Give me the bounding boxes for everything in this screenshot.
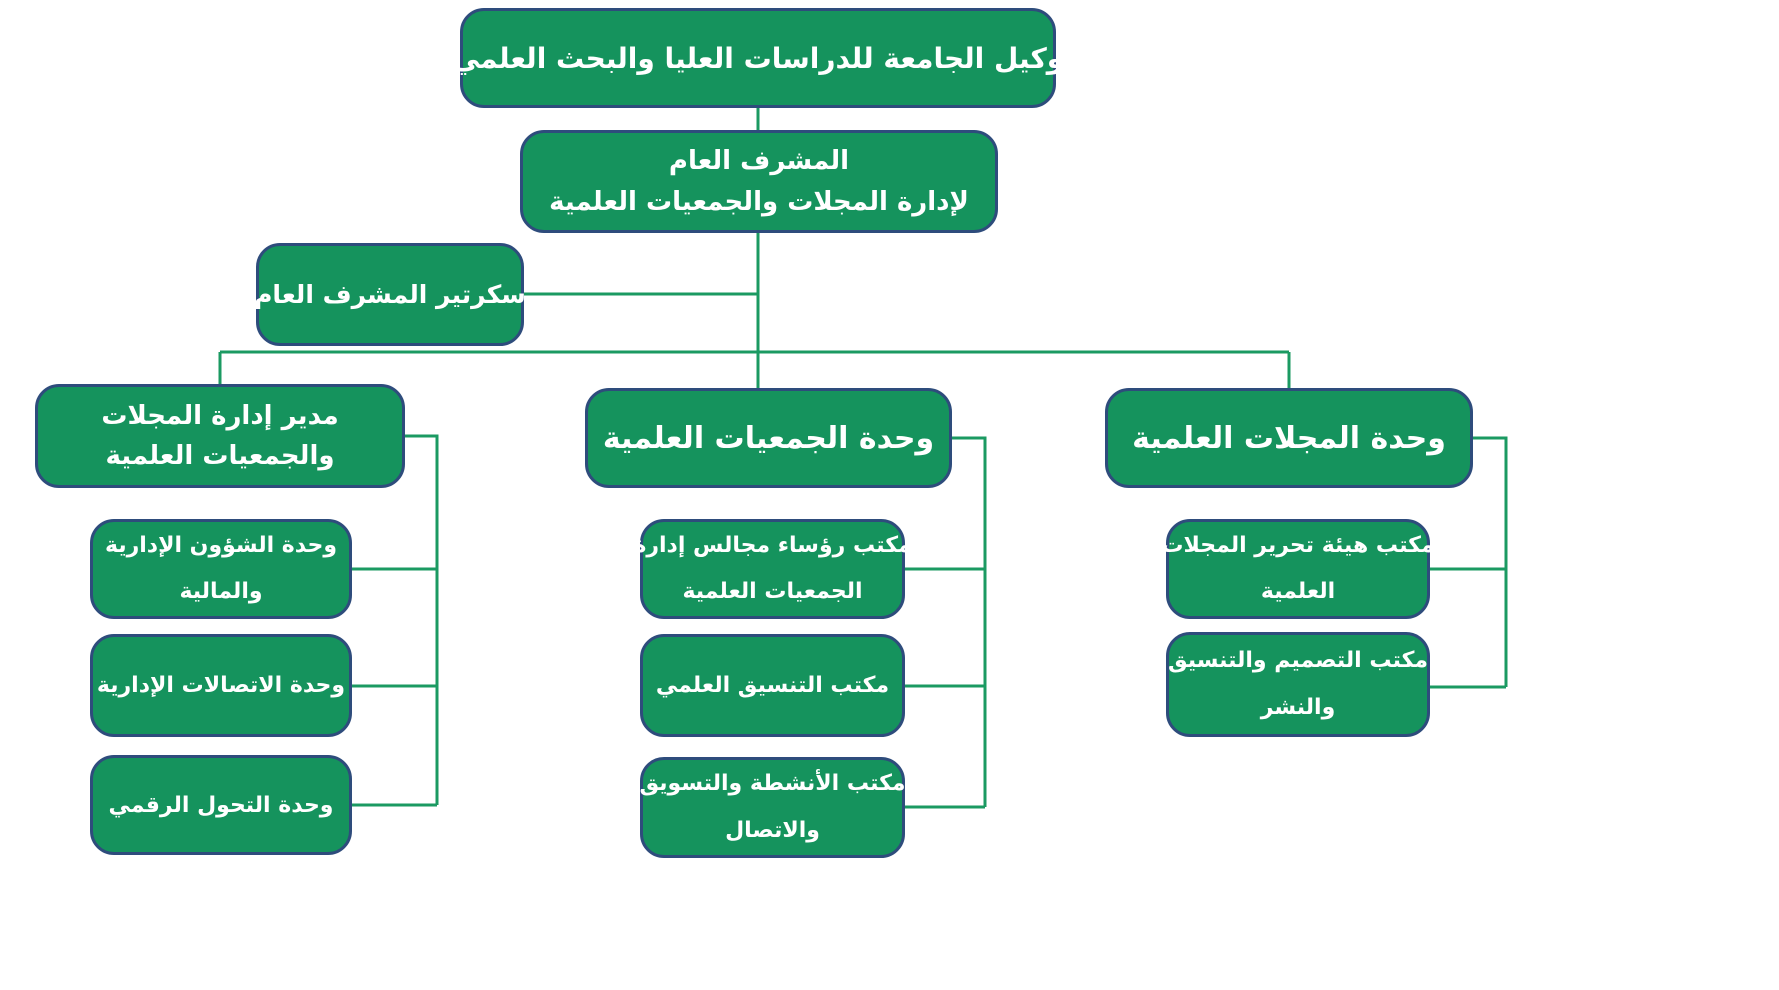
connector-line bbox=[405, 434, 439, 805]
org-node-digital-transformation-unit: وحدة التحول الرقمي bbox=[90, 755, 352, 855]
org-node-general-supervisor: المشرف العام لإدارة المجلات والجمعيات ال… bbox=[520, 130, 998, 233]
node-label: والنشر bbox=[1260, 694, 1336, 720]
node-label: وحدة المجلات العلمية bbox=[1132, 420, 1446, 456]
org-node-secretary: سكرتير المشرف العام bbox=[254, 243, 526, 346]
org-node-activities-marketing-communication-office: مكتب الأنشطة والتسويق والاتصال bbox=[639, 757, 906, 858]
org-node-scientific-societies-unit: وحدة الجمعيات العلمية bbox=[585, 388, 952, 488]
org-node-journals-societies-director: مدير إدارة المجلات والجمعيات العلمية bbox=[35, 384, 405, 488]
org-node-journals-editorial-board-office: مكتب هيئة تحرير المجلات العلمية bbox=[1161, 519, 1435, 619]
node-label: مكتب هيئة تحرير المجلات bbox=[1161, 532, 1435, 558]
connector-line bbox=[952, 436, 987, 807]
node-label: مكتب الأنشطة والتسويق bbox=[639, 771, 906, 797]
node-label: وحدة الشؤون الإدارية bbox=[105, 532, 337, 558]
node-label: وحدة الجمعيات العلمية bbox=[602, 420, 935, 456]
org-node-design-coordination-publishing-office: مكتب التصميم والتنسيق والنشر bbox=[1166, 632, 1430, 737]
node-label: المشرف العام bbox=[668, 146, 850, 177]
node-label: مكتب رؤساء مجالس إدارة bbox=[633, 532, 912, 558]
org-node-scientific-journals-unit: وحدة المجلات العلمية bbox=[1105, 388, 1473, 488]
org-node-vice-rector: وكيل الجامعة للدراسات العليا والبحث العل… bbox=[452, 8, 1064, 108]
node-label: العلمية bbox=[1260, 579, 1336, 604]
org-node-admin-communications-unit: وحدة الاتصالات الإدارية bbox=[90, 634, 352, 737]
node-label: لإدارة المجلات والجمعيات العلمية bbox=[549, 186, 969, 217]
org-node-societies-boards-chairs-office: مكتب رؤساء مجالس إدارة الجمعيات العلمية bbox=[633, 519, 912, 619]
node-label: والاتصال bbox=[725, 817, 820, 843]
node-label: وكيل الجامعة للدراسات العليا والبحث العل… bbox=[451, 41, 1065, 75]
connector-line bbox=[1473, 436, 1508, 687]
node-label: وحدة الاتصالات الإدارية bbox=[96, 673, 346, 698]
node-label: سكرتير المشرف العام bbox=[254, 280, 526, 309]
node-label: الجمعيات العلمية bbox=[682, 579, 863, 604]
node-label: والمالية bbox=[179, 579, 263, 604]
org-node-admin-financial-unit: وحدة الشؤون الإدارية والمالية bbox=[90, 519, 352, 619]
node-label: مكتب التصميم والتنسيق bbox=[1167, 648, 1429, 674]
org-node-scientific-coordination-office: مكتب التنسيق العلمي bbox=[640, 634, 905, 737]
node-label: مكتب التنسيق العلمي bbox=[655, 673, 890, 698]
node-label: مدير إدارة المجلات bbox=[101, 400, 339, 431]
node-label: والجمعيات العلمية bbox=[105, 441, 335, 471]
node-label: وحدة التحول الرقمي bbox=[108, 792, 334, 818]
